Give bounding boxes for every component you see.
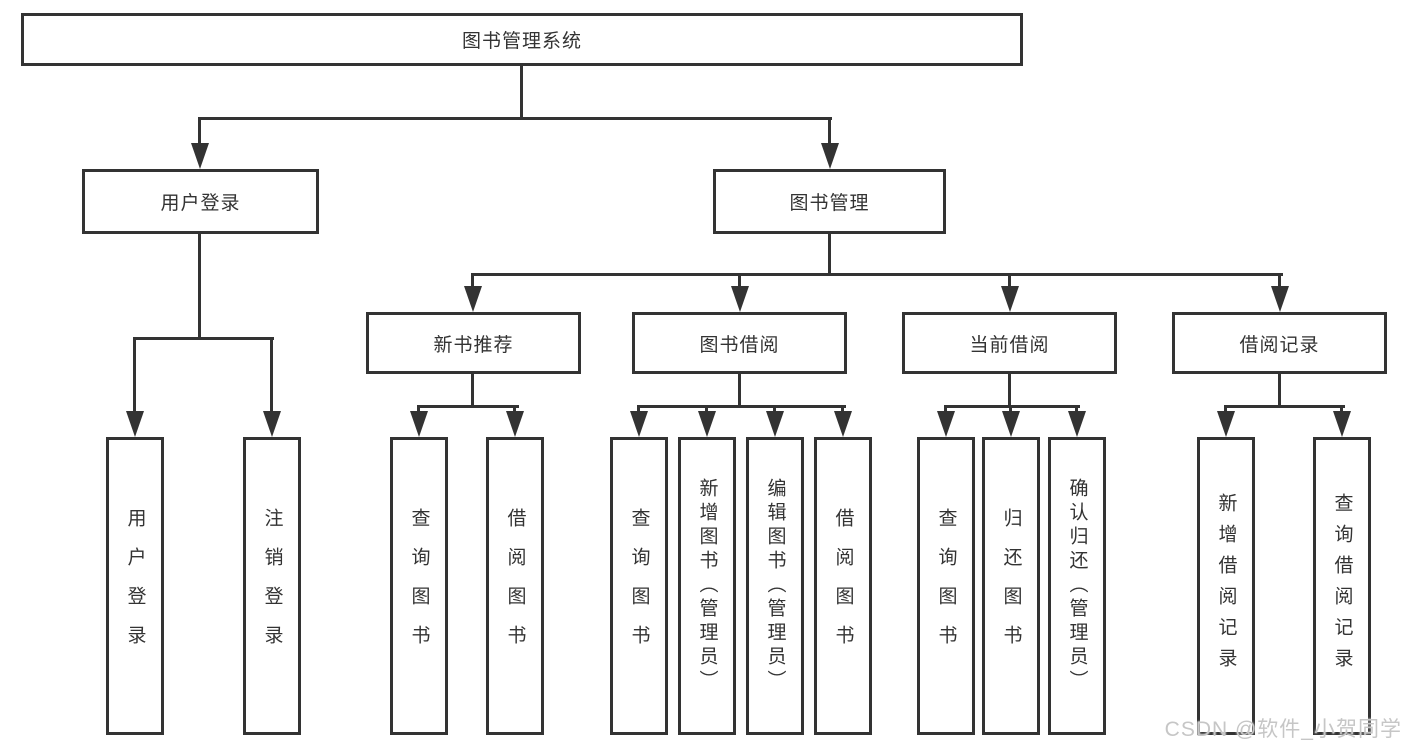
arrowhead-bb-leaf1: [630, 411, 648, 437]
connector-drop-new-books: [471, 273, 474, 289]
node-book-mgmt-label: 图书管理: [789, 193, 870, 214]
arrowhead-nb-leaf2: [506, 411, 524, 437]
node-user-login: 用户登录: [82, 169, 319, 234]
node-leaf-cb-return-books: 归还图书: [982, 437, 1040, 735]
node-leaf-br-add-record-label: 新增借阅记录: [1215, 493, 1237, 679]
node-leaf-bb-query-books-label: 查询图书: [628, 508, 650, 664]
connector-drop-bb-leaf4: [841, 405, 844, 414]
arrowhead-cb-leaf1: [937, 411, 955, 437]
arrowhead-br-leaf2: [1333, 411, 1351, 437]
connector-drop-nb-leaf1: [417, 405, 420, 414]
connector-level3-bus: [471, 273, 1283, 276]
node-book-mgmt: 图书管理: [713, 169, 946, 234]
node-leaf-bb-query-books: 查询图书: [610, 437, 668, 735]
connector-drop-book-borrow: [738, 273, 741, 289]
connector-drop-bb-leaf2: [705, 405, 708, 414]
node-leaf-cb-query-books: 查询图书: [917, 437, 975, 735]
connector-drop-borrow-records: [1278, 273, 1281, 289]
connector-current-borrow-bus: [944, 405, 1080, 408]
connector-drop-cb-leaf1: [944, 405, 947, 414]
node-new-books-label: 新书推荐: [433, 334, 514, 356]
node-leaf-bb-borrow-books-label: 借阅图书: [832, 508, 854, 664]
node-leaf-cb-confirm-return-admin-label: 确认归还（管理员）: [1066, 478, 1088, 694]
connector-drop-cb-leaf3: [1075, 405, 1078, 414]
arrowhead-login-leaf2: [263, 411, 281, 437]
node-leaf-logout-label: 注销登录: [261, 508, 283, 664]
connector-drop-bb-leaf1: [637, 405, 640, 414]
node-current-borrow-label: 当前借阅: [969, 334, 1050, 356]
node-borrow-records-label: 借阅记录: [1239, 334, 1320, 356]
connector-drop-bb-leaf3: [773, 405, 776, 414]
connector-drop-nb-leaf2: [513, 405, 516, 414]
node-leaf-nb-borrow-books-label: 借阅图书: [504, 508, 526, 664]
connector-new-books-stem: [471, 372, 474, 407]
connector-user-login-bus: [133, 337, 274, 340]
node-leaf-cb-return-books-label: 归还图书: [1000, 508, 1022, 664]
node-book-borrow-label: 图书借阅: [699, 334, 780, 356]
node-root: 图书管理系统: [21, 13, 1023, 66]
connector-user-login-stem: [198, 232, 201, 339]
connector-drop-login-leaf2: [270, 337, 273, 413]
node-borrow-records: 借阅记录: [1172, 312, 1387, 374]
node-user-login-label: 用户登录: [160, 193, 241, 214]
node-leaf-bb-borrow-books: 借阅图书: [814, 437, 872, 735]
connector-drop-book-mgmt: [828, 117, 831, 146]
node-leaf-cb-confirm-return-admin: 确认归还（管理员）: [1048, 437, 1106, 735]
node-book-borrow: 图书借阅: [632, 312, 847, 374]
connector-level2-bus: [198, 117, 832, 120]
arrowhead-book-borrow: [731, 286, 749, 312]
node-leaf-user-login-label: 用户登录: [124, 508, 146, 664]
connector-current-borrow-stem: [1008, 372, 1011, 407]
arrowhead-borrow-records: [1271, 286, 1289, 312]
node-new-books: 新书推荐: [366, 312, 581, 374]
connector-new-books-bus: [417, 405, 519, 408]
arrowhead-cb-leaf3: [1068, 411, 1086, 437]
node-leaf-bb-add-books-admin-label: 新增图书（管理员）: [696, 478, 718, 694]
node-root-label: 图书管理系统: [461, 31, 582, 52]
arrowhead-current-borrow: [1001, 286, 1019, 312]
arrowhead-user-login: [191, 143, 209, 169]
connector-drop-br-leaf1: [1224, 405, 1227, 414]
connector-book-mgmt-stem: [828, 232, 831, 276]
connector-borrow-records-bus: [1224, 405, 1345, 408]
arrowhead-br-leaf1: [1217, 411, 1235, 437]
connector-book-borrow-stem: [738, 372, 741, 407]
node-leaf-br-query-record: 查询借阅记录: [1313, 437, 1371, 735]
node-leaf-br-add-record: 新增借阅记录: [1197, 437, 1255, 735]
node-leaf-cb-query-books-label: 查询图书: [935, 508, 957, 664]
arrowhead-book-mgmt: [821, 143, 839, 169]
connector-book-borrow-bus: [637, 405, 846, 408]
arrowhead-new-books: [464, 286, 482, 312]
node-leaf-nb-borrow-books: 借阅图书: [486, 437, 544, 735]
connector-borrow-records-stem: [1278, 372, 1281, 407]
node-leaf-nb-query-books-label: 查询图书: [408, 508, 430, 664]
connector-drop-current-borrow: [1008, 273, 1011, 289]
node-leaf-br-query-record-label: 查询借阅记录: [1331, 493, 1353, 679]
connector-drop-br-leaf2: [1340, 405, 1343, 414]
node-leaf-user-login: 用户登录: [106, 437, 164, 735]
watermark: CSDN @软件_小贺同学: [1164, 718, 1402, 741]
connector-drop-cb-leaf2: [1009, 405, 1012, 414]
arrowhead-bb-leaf2: [698, 411, 716, 437]
node-leaf-nb-query-books: 查询图书: [390, 437, 448, 735]
connector-drop-user-login: [198, 117, 201, 146]
connector-drop-login-leaf1: [133, 337, 136, 413]
node-current-borrow: 当前借阅: [902, 312, 1117, 374]
node-leaf-bb-edit-books-admin: 编辑图书（管理员）: [746, 437, 804, 735]
connector-root-stem: [520, 64, 523, 120]
node-leaf-bb-edit-books-admin-label: 编辑图书（管理员）: [764, 478, 786, 694]
node-leaf-logout: 注销登录: [243, 437, 301, 735]
arrowhead-nb-leaf1: [410, 411, 428, 437]
arrowhead-cb-leaf2: [1002, 411, 1020, 437]
node-leaf-bb-add-books-admin: 新增图书（管理员）: [678, 437, 736, 735]
arrowhead-bb-leaf3: [766, 411, 784, 437]
arrowhead-login-leaf1: [126, 411, 144, 437]
arrowhead-bb-leaf4: [834, 411, 852, 437]
